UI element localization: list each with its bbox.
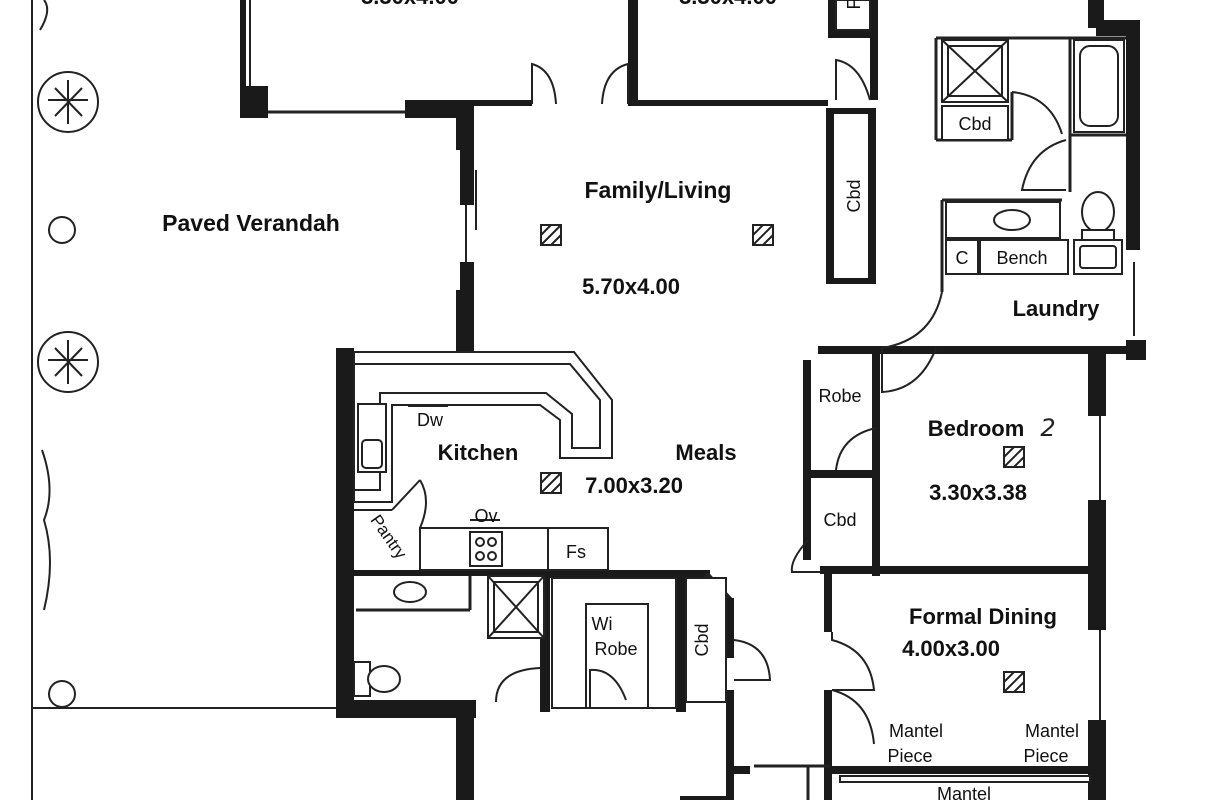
cooktop-icon — [469, 531, 503, 567]
top-middle-room-dims: 3.30x4.00 — [679, 0, 777, 9]
shower-icon — [487, 575, 545, 639]
ceiling-light-icon — [540, 224, 562, 246]
mantel-piece-right-line1: Mantel — [1025, 721, 1079, 741]
ceiling-light-icon — [540, 472, 562, 494]
fridge-space-label: Fs — [566, 542, 586, 562]
toilet-icon — [353, 661, 401, 697]
fridge-space — [835, 0, 871, 31]
pantry-label: Pantry — [367, 511, 411, 563]
kitchen-bench — [353, 351, 613, 503]
ensuite-door — [1011, 91, 1063, 135]
basin-icon — [393, 581, 427, 603]
walk-in-robe — [585, 603, 649, 709]
hall-cupboard-label: Cbd — [844, 179, 864, 212]
bedroom2-dims: 3.30x3.38 — [929, 480, 1027, 505]
hall-door — [835, 58, 871, 101]
laundry-cupboard — [945, 239, 979, 275]
toilet-icon — [1081, 191, 1115, 243]
bedroom2-label: Bedroom — [928, 416, 1025, 441]
fridge-label: F — [844, 0, 864, 10]
kitchen-label: Kitchen — [438, 440, 519, 465]
shrub-outline — [39, 0, 51, 611]
ceiling-light-icon — [1003, 671, 1025, 693]
oven-label: Ov — [474, 506, 497, 526]
pantry-door — [354, 479, 427, 529]
bedroom-robe-label: Robe — [818, 386, 861, 406]
bedroom-door — [881, 291, 943, 394]
dishwasher-label: Dw — [417, 410, 444, 430]
bathroom-cupboard-label: Cbd — [958, 114, 991, 134]
sink-icon — [357, 403, 387, 473]
french-doors — [531, 62, 629, 105]
mantel-piece-right-line2: Piece — [1023, 746, 1068, 766]
ceiling-light-icon — [752, 224, 774, 246]
formal-dining-label: Formal Dining — [909, 604, 1057, 629]
walk-in-label: Wi — [592, 614, 613, 634]
laundry-bench — [979, 239, 1069, 275]
laundry-door — [1020, 139, 1067, 191]
robe-cupboard — [685, 577, 727, 703]
trough-icon — [1073, 239, 1123, 275]
paved-verandah-label: Paved Verandah — [162, 210, 340, 236]
basin-icon — [945, 201, 1061, 239]
dining-doors — [831, 632, 876, 745]
mantel-bottom-label: Mantel — [937, 784, 991, 800]
bathtub-icon — [1073, 39, 1125, 133]
tree-icon — [37, 71, 99, 133]
shower-icon — [941, 39, 1009, 103]
meals-dims: 7.00x3.20 — [585, 473, 683, 498]
robe-cupboard-label: Cbd — [692, 623, 712, 656]
walls — [240, 0, 1146, 800]
meals-label: Meals — [675, 440, 736, 465]
walk-in-robe-label: Robe — [594, 639, 637, 659]
laundry-bench-label: Bench — [996, 248, 1047, 268]
bedroom2-handwritten-number: 2 — [1040, 414, 1055, 442]
lower-bench — [419, 527, 609, 571]
garden-light-icon — [48, 680, 76, 708]
mantel-piece-left-line1: Mantel — [889, 721, 943, 741]
garden-light-icon — [48, 216, 76, 244]
bathroom-cupboard — [941, 105, 1009, 141]
bath-door — [495, 667, 541, 703]
ceiling-light-icon — [1003, 446, 1025, 468]
tree-icon — [37, 331, 99, 393]
mantel-piece-left-line2: Piece — [887, 746, 932, 766]
family-living-dims: 5.70x4.00 — [582, 274, 680, 299]
bedroom-cupboard-label: Cbd — [823, 510, 856, 530]
top-left-room-dims: 3.30x4.00 — [361, 0, 459, 9]
formal-dining-dims: 4.00x3.00 — [902, 636, 1000, 661]
family-living-label: Family/Living — [585, 177, 732, 203]
laundry-cupboard-label: C — [956, 248, 969, 268]
robe-door — [835, 427, 877, 471]
robe-door — [733, 639, 772, 681]
laundry-label: Laundry — [1013, 296, 1101, 321]
cupboard-door — [790, 539, 820, 573]
